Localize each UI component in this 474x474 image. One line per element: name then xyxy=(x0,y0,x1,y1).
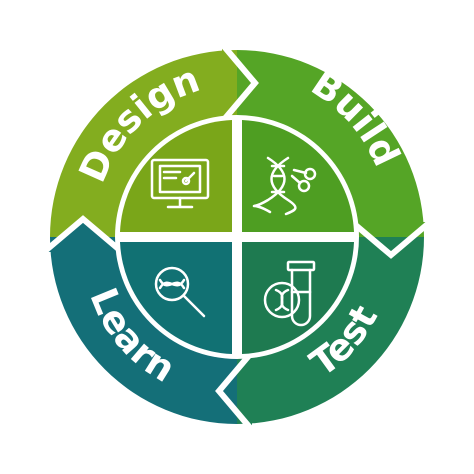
learn-arrow-tip xyxy=(44,219,122,252)
dna-scissors-icon xyxy=(252,156,317,216)
learn-quadrant xyxy=(120,242,232,354)
test-segment xyxy=(237,237,424,424)
design-quadrant xyxy=(120,120,232,232)
computer-monitor-icon xyxy=(150,158,210,209)
build-quadrant xyxy=(242,120,354,232)
design-segment xyxy=(50,50,237,237)
learn-segment xyxy=(50,237,237,424)
magnifier-dna-icon xyxy=(154,266,206,318)
build-segment xyxy=(237,50,424,237)
segment-dividers xyxy=(42,42,432,432)
test-tube-dna-icon xyxy=(263,260,316,327)
inner-ring xyxy=(115,115,359,359)
